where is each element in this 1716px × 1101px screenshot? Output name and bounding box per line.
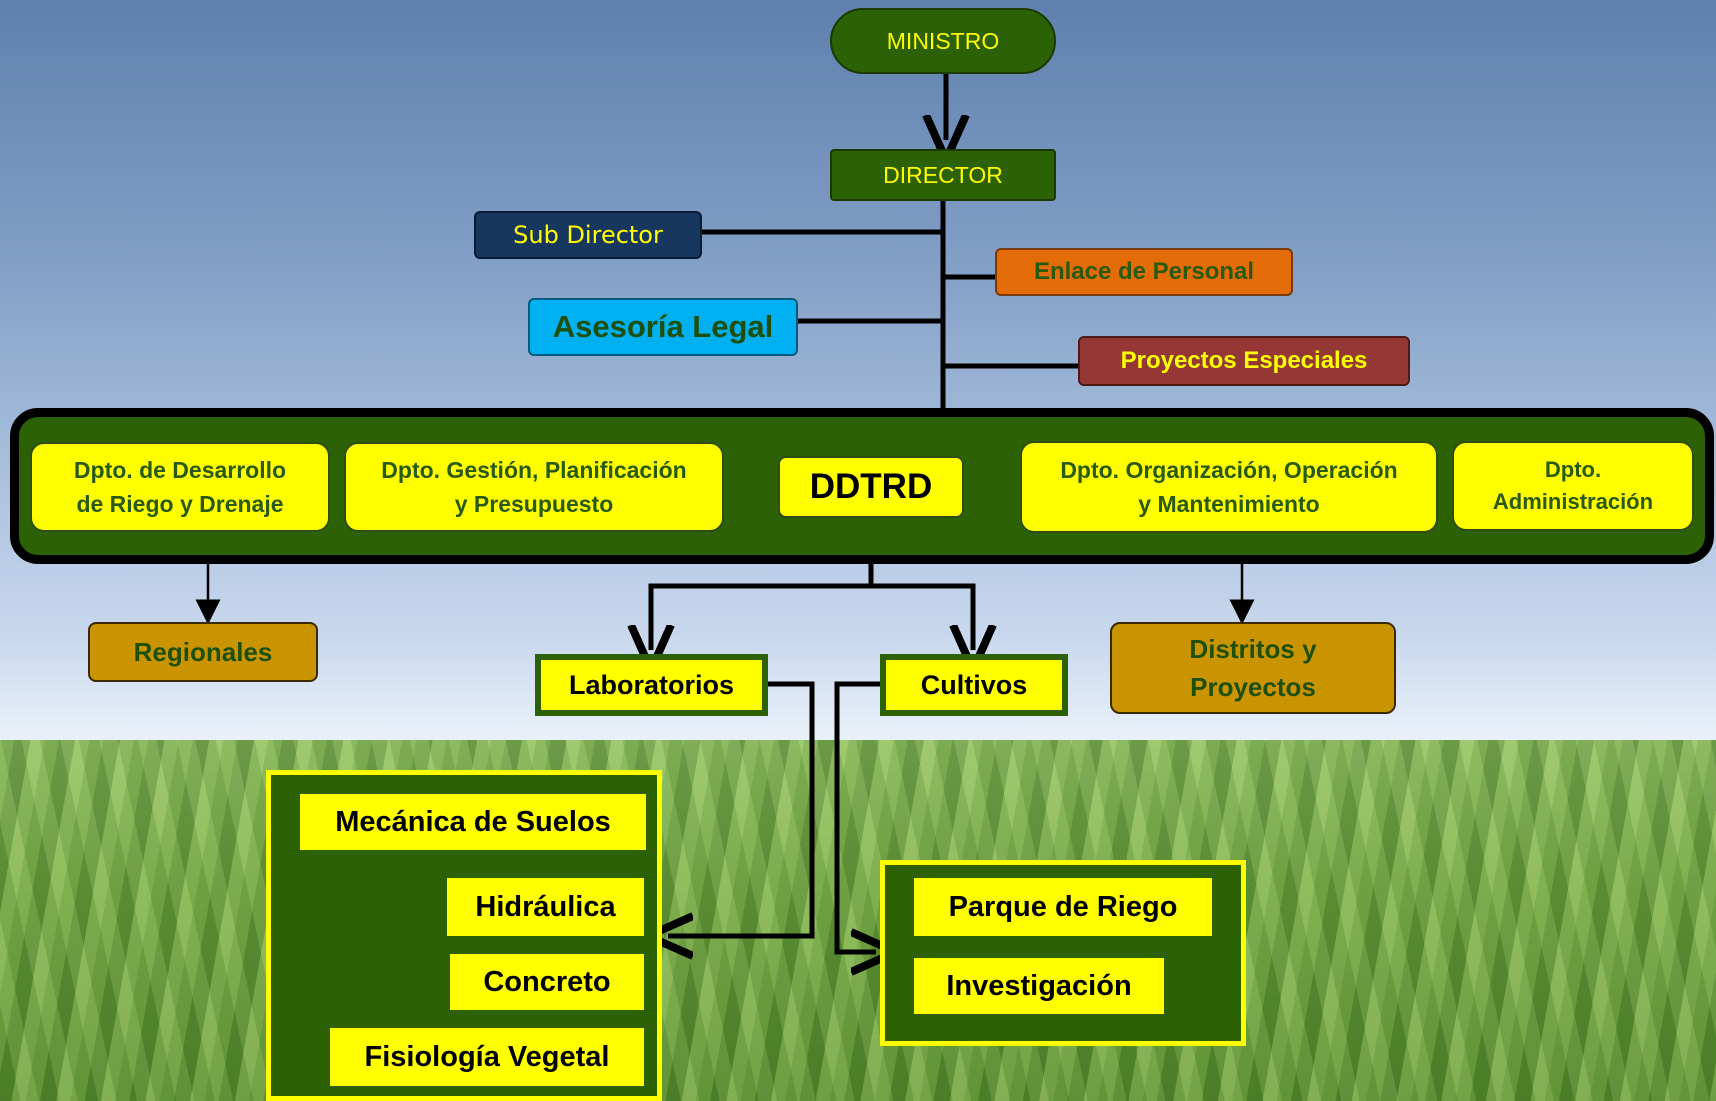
- dept-gestion-line2: y Presupuesto: [454, 491, 614, 517]
- dept-administracion: Dpto. Administración: [1452, 441, 1694, 531]
- director-label: DIRECTOR: [883, 161, 1003, 188]
- lab-item-label: Mecánica de Suelos: [335, 805, 611, 838]
- cultivo-item-label: Investigación: [946, 969, 1132, 1002]
- distritos-proyectos-box: Distritos y Proyectos: [1110, 622, 1396, 714]
- dept-desarrollo-line1: Dpto. de Desarrollo: [73, 457, 287, 483]
- dept-gestion-line1: Dpto. Gestión, Planificación: [381, 457, 687, 483]
- cultivos-box: Cultivos: [880, 654, 1068, 716]
- dept-organizacion-line2: y Mantenimiento: [1138, 491, 1320, 517]
- cultivos-label: Cultivos: [920, 669, 1028, 700]
- dept-gestion-planificacion: Dpto. Gestión, Planificación y Presupues…: [344, 442, 724, 532]
- regionales-box: Regionales: [88, 622, 318, 682]
- cultivo-item-parque-riego: Parque de Riego: [914, 878, 1212, 936]
- lab-item-concreto: Concreto: [450, 954, 644, 1010]
- distritos-line1: Distritos y: [1189, 634, 1317, 664]
- lab-item-label: Hidráulica: [475, 890, 616, 923]
- lab-item-label: Fisiología Vegetal: [364, 1040, 610, 1073]
- lab-item-mecanica-suelos: Mecánica de Suelos: [300, 794, 646, 850]
- ddtrd-box: DDTRD: [778, 456, 964, 518]
- dept-administracion-line2: Administración: [1492, 489, 1654, 514]
- lab-item-label: Concreto: [483, 965, 611, 998]
- distritos-line2: Proyectos: [1190, 672, 1316, 702]
- ministro-box: MINISTRO: [830, 8, 1056, 74]
- sub-director-box: Sub Director: [474, 211, 702, 259]
- lab-item-fisiologia-vegetal: Fisiología Vegetal: [330, 1028, 644, 1086]
- dept-administracion-line1: Dpto.: [1544, 457, 1602, 482]
- dept-desarrollo-riego: Dpto. de Desarrollo de Riego y Drenaje: [30, 442, 330, 532]
- enlace-personal-box: Enlace de Personal: [995, 248, 1293, 296]
- asesoria-legal-label: Asesoría Legal: [552, 309, 774, 344]
- sub-director-label: Sub Director: [513, 221, 663, 249]
- laboratorios-label: Laboratorios: [568, 669, 735, 700]
- proyectos-especiales-box: Proyectos Especiales: [1078, 336, 1410, 386]
- cultivo-item-investigacion: Investigación: [914, 958, 1164, 1014]
- ministro-label: MINISTRO: [886, 27, 1000, 54]
- ddtrd-label: DDTRD: [809, 467, 933, 506]
- regionales-label: Regionales: [133, 636, 273, 667]
- ddtrd-cultivos-arrow: [871, 583, 973, 650]
- proyectos-especiales-label: Proyectos Especiales: [1120, 347, 1368, 374]
- dept-organizacion-line1: Dpto. Organización, Operación: [1060, 457, 1398, 483]
- laboratorios-labs-arrow: [668, 681, 815, 936]
- laboratorios-box: Laboratorios: [535, 654, 768, 716]
- dept-desarrollo-line2: de Riego y Drenaje: [76, 491, 284, 517]
- lab-item-hidraulica: Hidráulica: [447, 878, 644, 936]
- cultivo-item-label: Parque de Riego: [948, 890, 1178, 923]
- cultivos-items-arrow: [834, 681, 884, 952]
- dept-organizacion-operacion: Dpto. Organización, Operación y Mantenim…: [1020, 441, 1438, 533]
- asesoria-legal-box: Asesoría Legal: [528, 298, 798, 356]
- enlace-personal-label: Enlace de Personal: [1033, 258, 1255, 285]
- director-box: DIRECTOR: [830, 149, 1056, 201]
